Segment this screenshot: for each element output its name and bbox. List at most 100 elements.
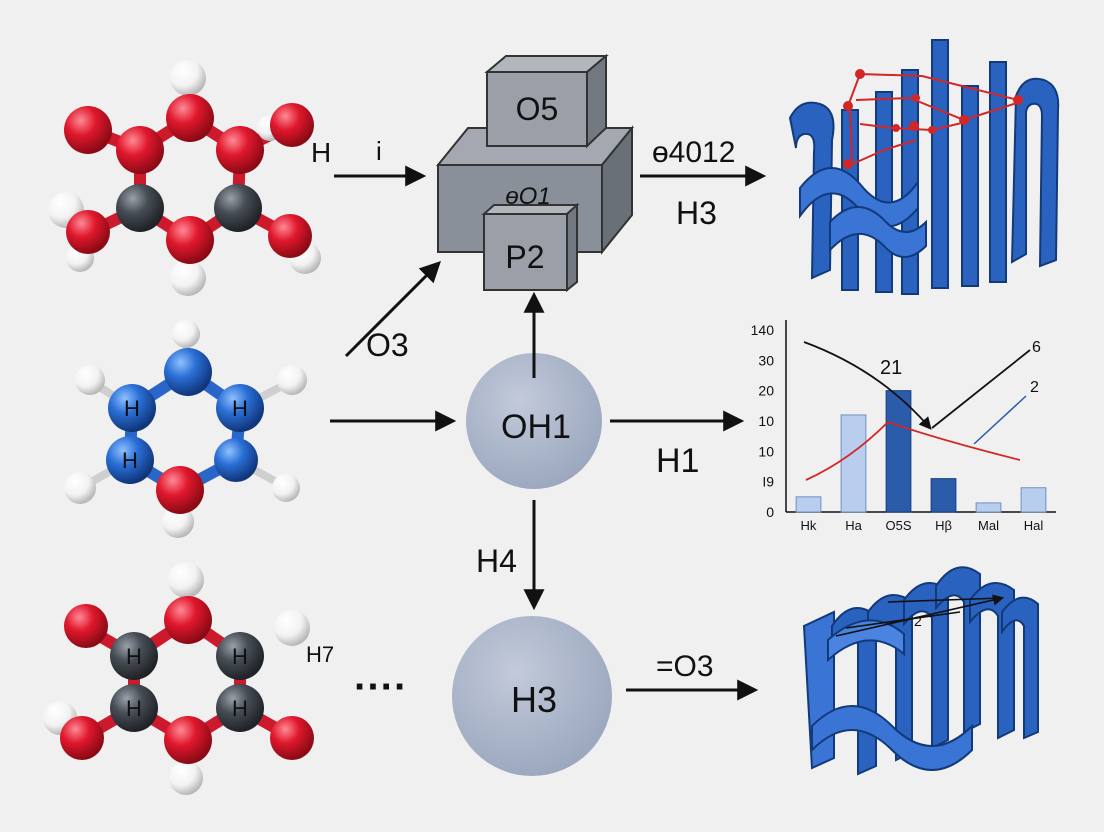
chart-y-tick-label: 140 bbox=[751, 322, 775, 338]
atom-label: H bbox=[232, 644, 248, 669]
chart-y-tick-label: 20 bbox=[758, 383, 774, 399]
chart-bar bbox=[840, 414, 867, 513]
oxygen-atom bbox=[164, 716, 212, 764]
nitrogen-atom bbox=[106, 436, 154, 484]
chart-y-tick-label: 10 bbox=[758, 443, 774, 459]
oxygen-atom bbox=[166, 216, 214, 264]
nitrogen-atom bbox=[164, 348, 212, 396]
chart-y-tick-label: 10 bbox=[758, 413, 774, 429]
chart-x-tick-label: O5S bbox=[885, 518, 911, 533]
oxygen-atom bbox=[270, 716, 314, 760]
circle-node-oh1 bbox=[466, 353, 602, 489]
chart-x-ticks: Hk Ha O5S Hβ Mal Hal bbox=[801, 518, 1044, 533]
oxygen-atom bbox=[116, 126, 164, 174]
chart-annotation-21: 21 bbox=[880, 357, 902, 379]
chart-y-tick-label: 0 bbox=[766, 504, 774, 520]
atom-label: H bbox=[232, 696, 248, 721]
ribbon-label-2: 2 bbox=[914, 613, 922, 629]
box-mid-label: ɵO1 bbox=[505, 183, 550, 210]
chart-bar bbox=[1020, 487, 1047, 513]
hydrogen-atom bbox=[170, 260, 206, 296]
arrow-label-h3-top: H3 bbox=[676, 195, 717, 231]
circle-node-h3 bbox=[452, 616, 612, 776]
arrows bbox=[330, 165, 767, 701]
chart-curve-black bbox=[803, 341, 932, 430]
carbon-atom bbox=[214, 184, 262, 232]
atom-label: H bbox=[126, 644, 142, 669]
ribbon-structure-top bbox=[788, 39, 1060, 295]
arrow-label-e4012: ɵ4012 bbox=[652, 136, 735, 169]
atom-label: H bbox=[232, 396, 248, 421]
atom-label: H bbox=[124, 396, 140, 421]
oxygen-atom bbox=[268, 214, 312, 258]
oxygen-atom bbox=[64, 604, 108, 648]
oxygen-atom bbox=[216, 126, 264, 174]
oxygen-atom bbox=[166, 94, 214, 142]
ribbon-structure-bottom: 2 bbox=[802, 566, 1039, 776]
side-label: H7 bbox=[306, 642, 334, 667]
chart-bar bbox=[975, 502, 1002, 513]
chart-x-tick-label: Mal bbox=[978, 518, 999, 533]
ellipsis-dots: ···· bbox=[354, 665, 407, 709]
molecule-2: H H H bbox=[64, 320, 307, 538]
chart-bars bbox=[795, 390, 1047, 513]
arrow-label-h1: H1 bbox=[656, 442, 699, 480]
hydrogen-atom bbox=[169, 761, 203, 795]
box-front-label: P2 bbox=[505, 239, 544, 275]
oxygen-atom bbox=[60, 716, 104, 760]
hydrogen-atom bbox=[172, 320, 200, 348]
circle-h3-label: H3 bbox=[511, 679, 557, 720]
chart-bar bbox=[795, 496, 822, 513]
nitrogen-atom bbox=[216, 384, 264, 432]
atom-label: H bbox=[122, 448, 138, 473]
arrow-label-h4: H4 bbox=[476, 543, 517, 579]
chart-bar bbox=[885, 390, 912, 513]
arrow-label-o3-bottom: =O3 bbox=[656, 650, 714, 683]
chart-y-tick-label: 30 bbox=[758, 352, 774, 368]
carbon-atom bbox=[216, 632, 264, 680]
box-stack: O5 ɵO1 P2 bbox=[435, 53, 635, 293]
chart-y-tick-label: I9 bbox=[762, 474, 774, 490]
molecule-3: H H H H H7 bbox=[43, 562, 334, 795]
chart-bar bbox=[930, 478, 957, 513]
chart-x-tick-label: Hal bbox=[1024, 518, 1044, 533]
arrow-diagonal bbox=[344, 261, 441, 358]
carbon-atom bbox=[116, 184, 164, 232]
molecule-1 bbox=[48, 60, 321, 296]
chart-x-tick-label: Hk bbox=[801, 518, 817, 533]
hydrogen-atom bbox=[274, 610, 310, 646]
hydrogen-atom bbox=[162, 506, 194, 538]
arrow-label-h: H bbox=[311, 137, 331, 168]
circle-oh1-label: OH1 bbox=[501, 408, 571, 446]
chart-annotation-2: 2 bbox=[1030, 379, 1039, 396]
chart-annotation-6: 6 bbox=[1032, 339, 1041, 356]
oxygen-atom bbox=[64, 106, 112, 154]
hydrogen-atom bbox=[272, 474, 300, 502]
oxygen-atom bbox=[66, 210, 110, 254]
hydrogen-atom bbox=[277, 365, 307, 395]
chart-line-black-2 bbox=[931, 349, 1031, 429]
arrow-label-o3: O3 bbox=[366, 327, 409, 363]
box-top-label: O5 bbox=[516, 91, 559, 127]
chart-x-tick-label: Ha bbox=[845, 518, 862, 533]
chart-x-tick-label: Hβ bbox=[935, 518, 952, 533]
hydrogen-atom bbox=[64, 472, 96, 504]
oxygen-atom bbox=[156, 466, 204, 514]
nitrogen-atom bbox=[108, 384, 156, 432]
hydrogen-atom bbox=[170, 60, 206, 96]
oxygen-atom bbox=[270, 103, 314, 147]
atom-label: H bbox=[126, 696, 142, 721]
hydrogen-atom bbox=[75, 365, 105, 395]
nitrogen-atom bbox=[214, 438, 258, 482]
carbon-atom bbox=[110, 684, 158, 732]
chart-line-blue bbox=[973, 395, 1027, 445]
chart-curve-red bbox=[805, 420, 1021, 481]
carbon-atom bbox=[216, 684, 264, 732]
arrow-label-i: i bbox=[376, 136, 382, 166]
hydrogen-atom bbox=[168, 562, 204, 598]
oxygen-atom bbox=[164, 596, 212, 644]
